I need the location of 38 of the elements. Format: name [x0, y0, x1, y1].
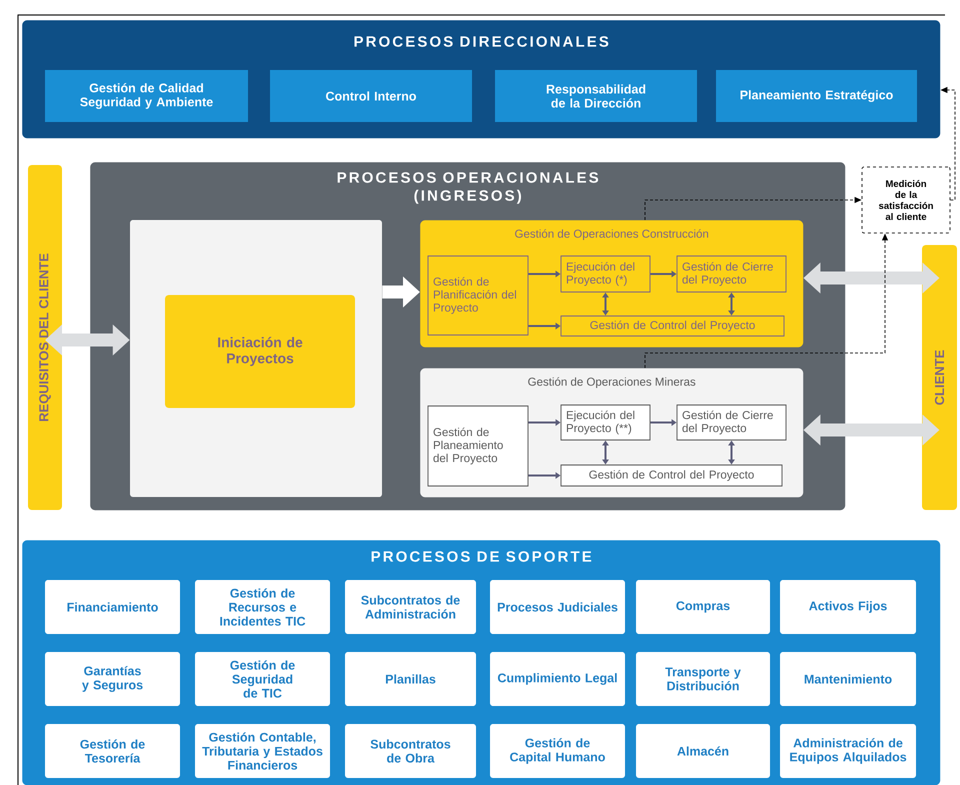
arrow: [728, 292, 735, 316]
arrow: [728, 440, 735, 464]
process-box: Garantías y Seguros: [45, 652, 180, 706]
vertical-bar: CLIENTE: [922, 245, 958, 510]
process-box: Planillas: [345, 652, 476, 706]
process-box: Gestión de Control del Proyecto: [560, 464, 782, 486]
process-box: Gestión de Recursos e Incidentes TIC: [195, 580, 330, 634]
arrow: [602, 292, 609, 316]
process-box: Gestión de Control del Proyecto: [560, 316, 784, 336]
process-box: Ejecución del Proyecto (*): [560, 256, 650, 292]
process-box: Procesos Judiciales: [490, 580, 625, 634]
process-box: Iniciación de Proyectos: [165, 295, 355, 408]
process-box: Compras: [636, 580, 770, 634]
vertical-bar: REQUISITOS DEL CLIENTE: [28, 165, 62, 510]
process-box: Subcontratos de Obra: [345, 724, 476, 778]
process-box: Gestión Contable, Tributaria y Estados Financieros: [195, 724, 330, 778]
process-box: Gestión de Planeamiento del Proyecto: [428, 406, 528, 486]
process-box: Responsabilidad de la Dirección: [495, 70, 697, 122]
process-box: Gestión de Cierre del Proyecto: [676, 256, 786, 292]
process-box: Subcontratos de Administración: [345, 580, 476, 634]
arrow: [602, 440, 609, 464]
process-box: Administración de Equipos Alquilados: [780, 724, 916, 778]
process-box: Gestión de Seguridad de TIC: [195, 652, 330, 706]
process-box: Activos Fijos: [780, 580, 916, 634]
process-box: Transporte y Distribución: [636, 652, 770, 706]
process-box: Gestión de Calidad Seguridad y Ambiente: [45, 70, 248, 122]
process-box: Financiamiento: [45, 580, 180, 634]
process-box: Control Interno: [270, 70, 472, 122]
process-box: Gestión de Cierre del Proyecto: [676, 404, 786, 440]
process-box: Ejecución del Proyecto (**): [560, 404, 650, 440]
process-box: Gestión de Planificación del Proyecto: [428, 256, 528, 336]
process-box: Gestión de Tesorería: [45, 724, 180, 778]
dashed-box: Medición de la satisfacción al cliente: [862, 166, 950, 234]
process-box: Planeamiento Estratégico: [716, 70, 917, 122]
process-box: Gestión de Capital Humano: [490, 724, 625, 778]
process-box: Almacén: [636, 724, 770, 778]
process-box: Cumplimiento Legal: [490, 652, 625, 706]
process-box: Mantenimiento: [780, 652, 916, 706]
